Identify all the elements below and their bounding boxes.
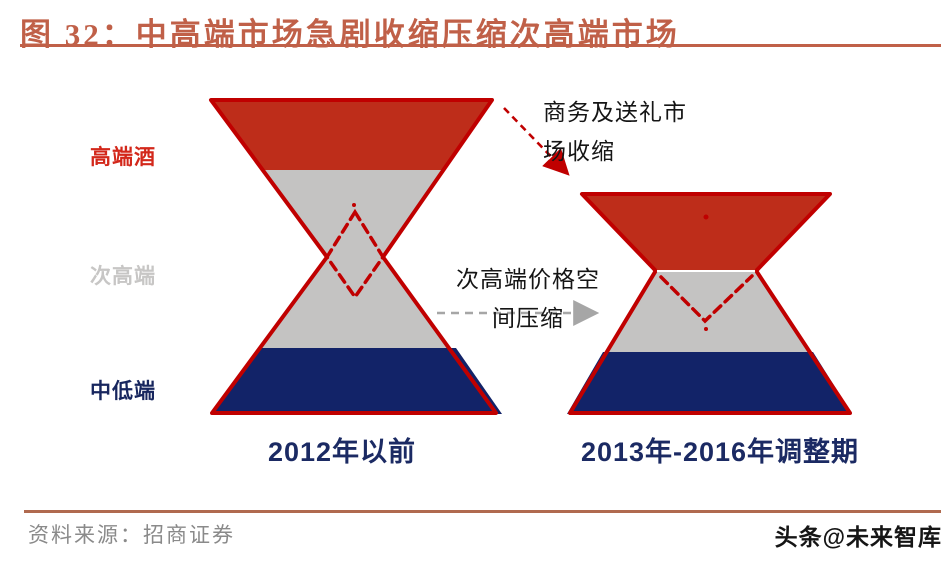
diamond-tip-dot — [352, 203, 356, 207]
watermark-text: 头条@未来智库 — [774, 524, 942, 550]
period-label-before-2012: 2012年以前 — [267, 437, 417, 467]
footer-divider — [24, 510, 941, 513]
v-bottom-dot — [704, 327, 708, 331]
right-highend-segment — [582, 194, 830, 270]
right-top-outline — [580, 192, 832, 272]
tier-label-highend: 高端酒 — [90, 146, 156, 169]
right-bottom-outline — [568, 270, 852, 415]
annotation-business-gift: 商务及送礼市场收缩 — [543, 99, 687, 164]
compressed-diamond-tip-dot — [703, 214, 709, 220]
compressed-diamond-v-dashed — [659, 274, 754, 324]
annotation-subpremium-squeeze: 次高端价格空间压缩 — [456, 266, 600, 331]
subhigh-space-diamond-dashed — [324, 208, 386, 301]
left-hourglass — [209, 98, 502, 415]
tier-label-midlow: 中低端 — [90, 380, 156, 403]
source-text: 资料来源：招商证券 — [28, 523, 235, 547]
right-midlow-band — [567, 352, 852, 414]
tier-label-subhigh: 次高端 — [90, 265, 156, 288]
period-label-2013-2016: 2013年-2016年调整期 — [580, 437, 860, 467]
left-highend-segment — [211, 100, 496, 170]
red-dashed-arrow-icon — [503, 107, 570, 176]
title-underline — [20, 44, 941, 47]
left-midlow-band — [213, 348, 502, 414]
